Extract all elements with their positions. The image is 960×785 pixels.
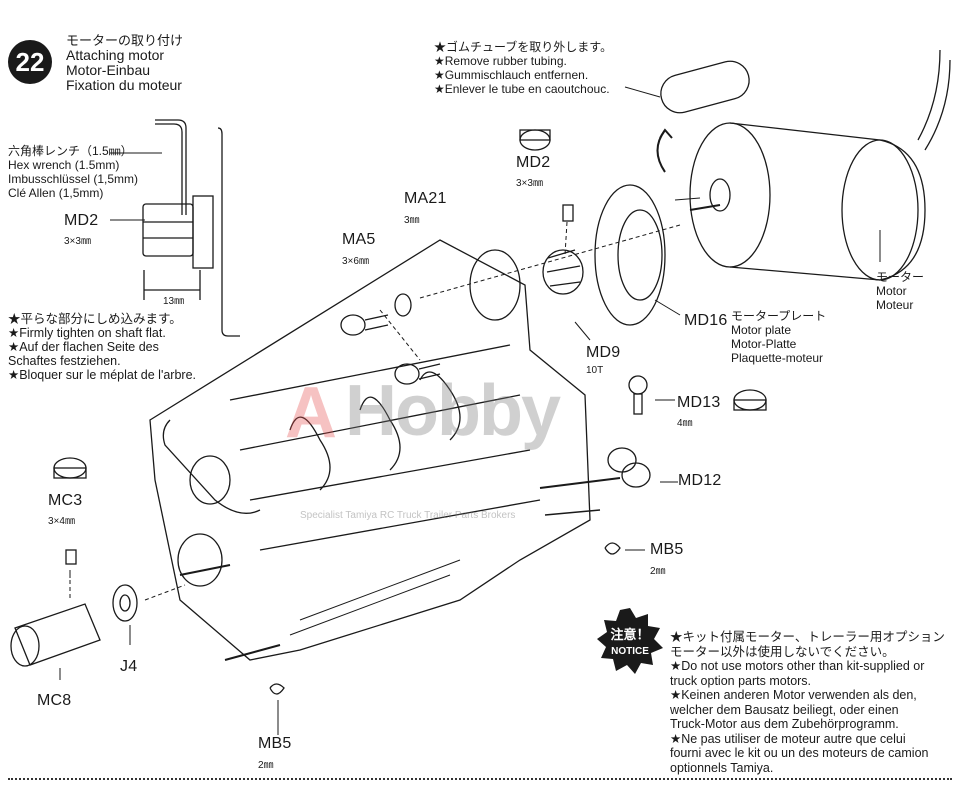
- hex-wrench-label: 六角棒レンチ（1.5㎜） Hex wrench (1.5mm) Imbussch…: [8, 144, 138, 200]
- motor-fr: Moteur: [876, 298, 914, 312]
- step-number-badge: 22: [8, 40, 52, 84]
- part-md16-names: モータープレート Motor plate Motor-Platte Plaque…: [731, 309, 826, 365]
- detail-dimension: 13㎜: [163, 296, 185, 307]
- notice-text: ★キット付属モーター、トレーラー用オプション モーター以外は使用しないでください…: [670, 630, 955, 775]
- rubber-de: ★Gummischlauch entfernen.: [434, 68, 589, 82]
- motor-label: モーター Motor Moteur: [876, 270, 924, 312]
- motor-jp: モーター: [876, 270, 925, 284]
- tighten-jp: ★平らな部分にしめ込みます。: [8, 312, 182, 326]
- rubber-tube-note: ★ゴムチューブを取り外します。 ★Remove rubber tubing. ★…: [434, 40, 612, 96]
- detail-md2-label: MD2: [64, 212, 99, 229]
- rubber-en: ★Remove rubber tubing.: [434, 54, 567, 68]
- part-md9-label: MD9: [586, 344, 621, 361]
- part-mb5-right-label: MB5: [650, 541, 684, 558]
- part-ma21-label: MA21: [404, 190, 447, 207]
- notice-jp1: ★キット付属モーター、トレーラー用オプション: [670, 630, 945, 644]
- watermark-letter: A: [285, 373, 337, 453]
- part-md9-size: 10T: [586, 365, 604, 376]
- notice-de2: welcher dem Bausatz beiliegt, oder einen: [670, 702, 899, 717]
- part-md13-label: MD13: [677, 394, 721, 411]
- step-title-jp: モーターの取り付け: [66, 33, 184, 48]
- hex-wrench-de: Imbusschlüssel (1,5mm): [8, 172, 139, 186]
- motor-en: Motor: [876, 284, 907, 298]
- part-md2-size: 3×3㎜: [516, 178, 543, 189]
- watermark-brand: Hobby: [345, 371, 561, 451]
- notice-jp2: モーター以外は使用しないでください。: [670, 644, 895, 659]
- notice-badge-en: NOTICE: [611, 646, 649, 657]
- notice-de3: Truck-Motor aus dem Zubehörprogramm.: [670, 717, 899, 731]
- hex-wrench-jp: 六角棒レンチ（1.5㎜）: [8, 144, 133, 158]
- part-md2-label: MD2: [516, 154, 551, 171]
- step-title-block: モーターの取り付け Attaching motor Motor-Einbau F…: [66, 33, 183, 93]
- tighten-fr: ★Bloquer sur le méplat de l'arbre.: [8, 368, 196, 382]
- notice-fr3: optionnels Tamiya.: [670, 760, 774, 775]
- step-title-de: Motor-Einbau: [66, 62, 151, 78]
- hex-wrench-fr: Clé Allen (1,5mm): [8, 186, 104, 200]
- watermark-subtitle: Specialist Tamiya RC Truck Trailer Parts…: [300, 510, 516, 521]
- part-mb5-bottom-size: 2㎜: [258, 760, 274, 771]
- part-mb5-bottom-label: MB5: [258, 735, 292, 752]
- hex-wrench-en: Hex wrench (1.5mm): [8, 158, 120, 172]
- notice-fr2: fourni avec le kit ou un des moteurs de …: [670, 746, 929, 760]
- part-md16-jp: モータープレート: [731, 309, 827, 323]
- tighten-de1: ★Auf der flachen Seite des: [8, 340, 159, 354]
- part-mb5-right-size: 2㎜: [650, 566, 666, 577]
- part-mc3-size: 3×4㎜: [48, 516, 75, 527]
- part-mc3-label: MC3: [48, 492, 83, 509]
- tighten-en: ★Firmly tighten on shaft flat.: [8, 326, 166, 340]
- part-md13-size: 4㎜: [677, 418, 693, 429]
- notice-en2: truck option parts motors.: [670, 673, 812, 688]
- part-md12-label: MD12: [678, 472, 722, 489]
- notice-badge-jp: 注意！: [610, 627, 649, 643]
- notice-en1: ★Do not use motors other than kit-suppli…: [670, 659, 925, 673]
- notice-fr1: ★Ne pas utiliser de moteur autre que cel…: [670, 731, 906, 746]
- step-title-en: Attaching motor: [66, 47, 165, 63]
- notice-de1: ★Keinen anderen Motor verwenden als den,: [670, 688, 917, 702]
- rubber-jp: ★ゴムチューブを取り外します。: [434, 40, 613, 54]
- part-md16-en: Motor plate: [731, 323, 792, 337]
- detail-md2-size: 3×3㎜: [64, 236, 91, 247]
- part-ma21-size: 3㎜: [404, 215, 420, 226]
- tighten-note: ★平らな部分にしめ込みます。 ★Firmly tighten on shaft …: [8, 312, 196, 382]
- part-md16-fr: Plaquette-moteur: [731, 351, 824, 365]
- part-ma5-label: MA5: [342, 231, 376, 248]
- tighten-de2: Schaftes festziehen.: [8, 354, 121, 368]
- part-mc8-label: MC8: [37, 692, 72, 709]
- rubber-fr: ★Enlever le tube en caoutchouc.: [434, 82, 610, 96]
- part-md16-de: Motor-Platte: [731, 337, 797, 351]
- part-ma5-size: 3×6㎜: [342, 256, 369, 267]
- step-title-fr: Fixation du moteur: [66, 77, 182, 93]
- notice-badge-icon: 注意！ NOTICE: [597, 608, 663, 674]
- page-divider: [8, 778, 952, 780]
- part-md16-label: MD16: [684, 312, 728, 329]
- part-j4-label: J4: [120, 658, 138, 675]
